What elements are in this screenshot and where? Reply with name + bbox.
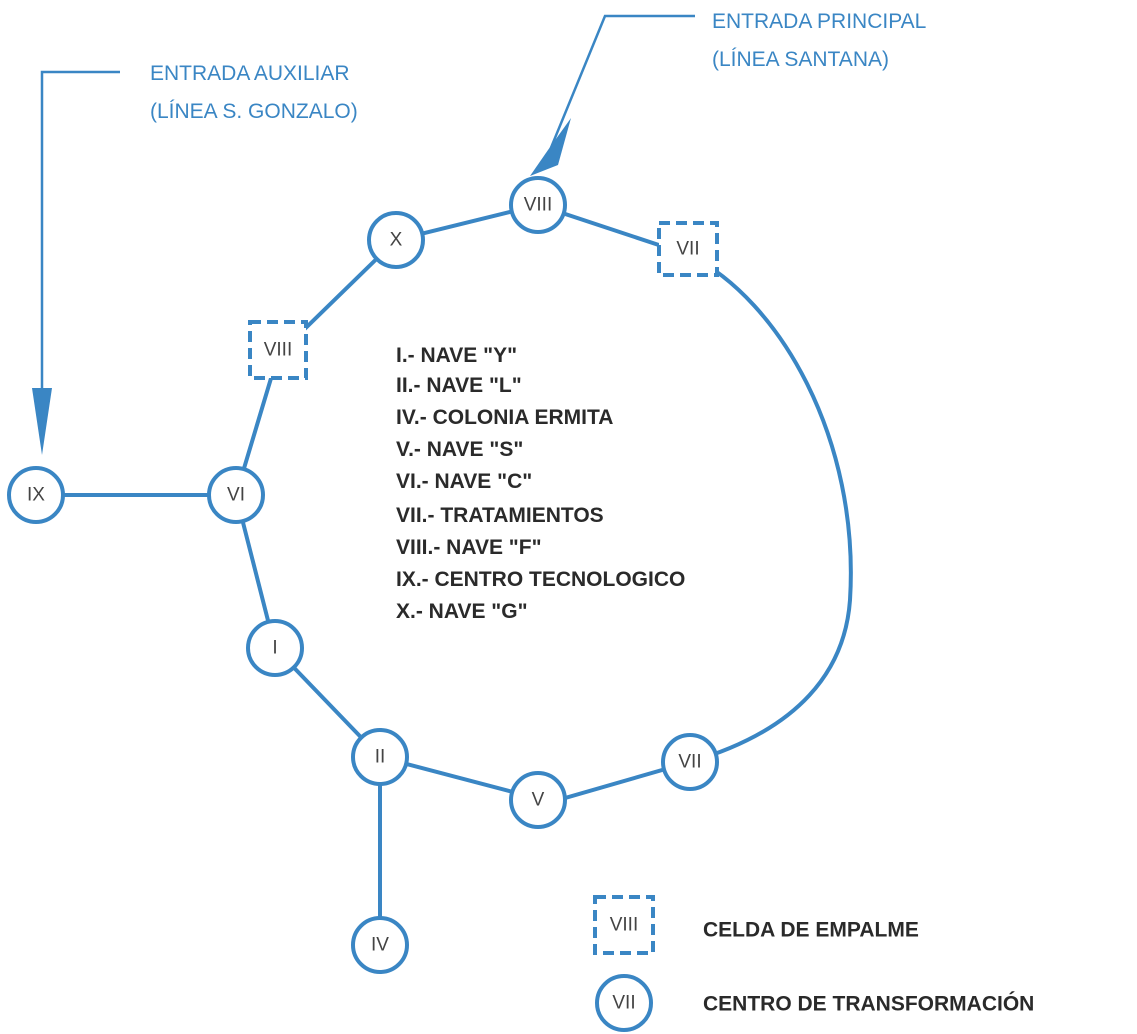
svg-text:VIII: VIII xyxy=(524,195,553,216)
legend-transformer-label: CENTRO DE TRANSFORMACIÓN xyxy=(703,992,1034,1016)
node-iv: IV xyxy=(351,916,409,974)
svg-text:IX: IX xyxy=(27,485,45,506)
station-list: I.- NAVE "Y" II.- NAVE "L" IV.- COLONIA … xyxy=(396,344,691,623)
principal-entry-label: ENTRADA PRINCIPAL (LÍNEA SANTANA) xyxy=(712,10,931,71)
node-ii: II xyxy=(351,728,409,786)
node-i: I xyxy=(246,619,304,677)
principal-entry-feed-line xyxy=(546,14,695,156)
node-vii-bottom: VII xyxy=(661,733,719,791)
splice-node-vii-top: VII xyxy=(657,221,719,277)
svg-text:VII: VII xyxy=(678,752,701,773)
node-viii-top: VIII xyxy=(509,176,567,234)
auxiliar-entry-arrow-icon xyxy=(32,388,52,455)
svg-text:VII: VII xyxy=(612,993,635,1014)
station-list-item: IV.- COLONIA ERMITA xyxy=(396,406,613,429)
splice-node-viii-left: VIII xyxy=(248,320,308,380)
auxiliar-entry-feed-line xyxy=(40,70,120,415)
svg-text:I: I xyxy=(272,638,277,659)
svg-text:V: V xyxy=(532,790,545,811)
svg-text:VII: VII xyxy=(676,239,699,260)
node-x: X xyxy=(367,211,425,269)
station-list-item: IX.- CENTRO TECNOLOGICO xyxy=(396,568,685,591)
svg-text:VIII: VIII xyxy=(610,915,639,936)
station-list-item: II.- NAVE "L" xyxy=(396,374,522,397)
svg-text:II: II xyxy=(375,747,386,768)
station-list-item: VI.- NAVE "C" xyxy=(396,470,532,493)
principal-entry-arrow-icon xyxy=(530,118,571,176)
ring-network-line xyxy=(233,202,853,803)
legend-splice-label: CELDA DE EMPALME xyxy=(703,919,919,942)
svg-text:IV: IV xyxy=(371,935,389,956)
node-vi: VI xyxy=(207,466,265,524)
node-v: V xyxy=(509,771,567,829)
legend-transformer-symbol: VII xyxy=(595,974,653,1032)
station-list-item: I.- NAVE "Y" xyxy=(396,344,517,367)
svg-text:VIII: VIII xyxy=(264,340,293,361)
svg-text:X: X xyxy=(390,230,403,251)
svg-text:VI: VI xyxy=(227,485,245,506)
station-list-item: VII.- TRATAMIENTOS xyxy=(396,504,604,527)
station-list-item: X.- NAVE "G" xyxy=(396,600,528,623)
station-list-item: V.- NAVE "S" xyxy=(396,438,523,461)
legend-splice-symbol: VIII xyxy=(593,895,655,955)
node-ix: IX xyxy=(7,466,65,524)
auxiliar-entry-label: ENTRADA AUXILIAR (LÍNEA S. GONZALO) xyxy=(150,62,358,123)
station-list-item: VIII.- NAVE "F" xyxy=(396,536,542,559)
